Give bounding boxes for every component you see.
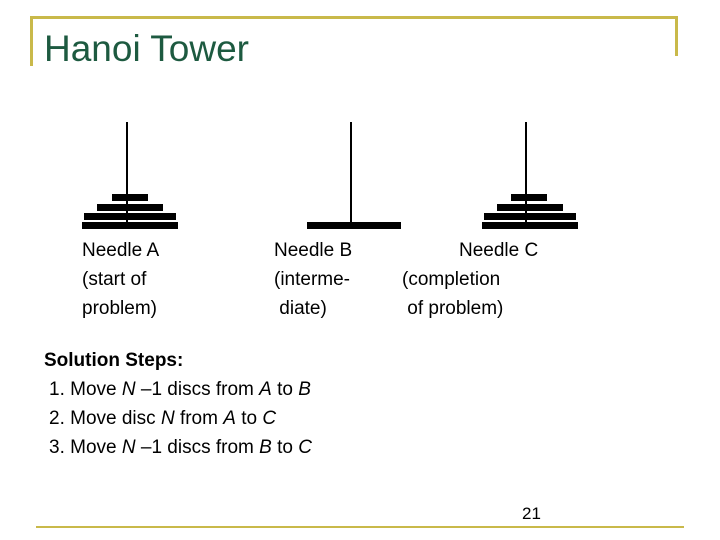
disc-a-3 (84, 213, 176, 220)
step-2: 2. Move disc N from A to C (44, 404, 312, 433)
step-3: 3. Move N –1 discs from B to C (44, 433, 312, 462)
slide-title: Hanoi Tower (44, 28, 249, 70)
solution-steps: Solution Steps: 1. Move N –1 discs from … (44, 346, 312, 462)
disc-a-4 (82, 222, 178, 229)
disc-c-3 (484, 213, 576, 220)
title-frame-right (675, 16, 678, 56)
title-frame-top (30, 16, 678, 19)
solution-heading: Solution Steps: (44, 346, 312, 375)
peg-b (350, 122, 352, 228)
disc-a-2 (97, 204, 163, 211)
needle-b-label: Needle B (interme- diate) (274, 236, 352, 323)
needle-a-label: Needle A (start of problem) (82, 236, 159, 323)
disc-c-4 (482, 222, 578, 229)
needle-c-label: Needle C (completion of problem) (402, 236, 538, 323)
disc-c-1 (511, 194, 547, 201)
footer-line (36, 526, 684, 528)
step-1: 1. Move N –1 discs from A to B (44, 375, 312, 404)
title-frame-left (30, 16, 33, 66)
disc-c-2 (497, 204, 563, 211)
disc-b-1 (307, 222, 401, 229)
page-number: 21 (522, 504, 541, 524)
disc-a-1 (112, 194, 148, 201)
